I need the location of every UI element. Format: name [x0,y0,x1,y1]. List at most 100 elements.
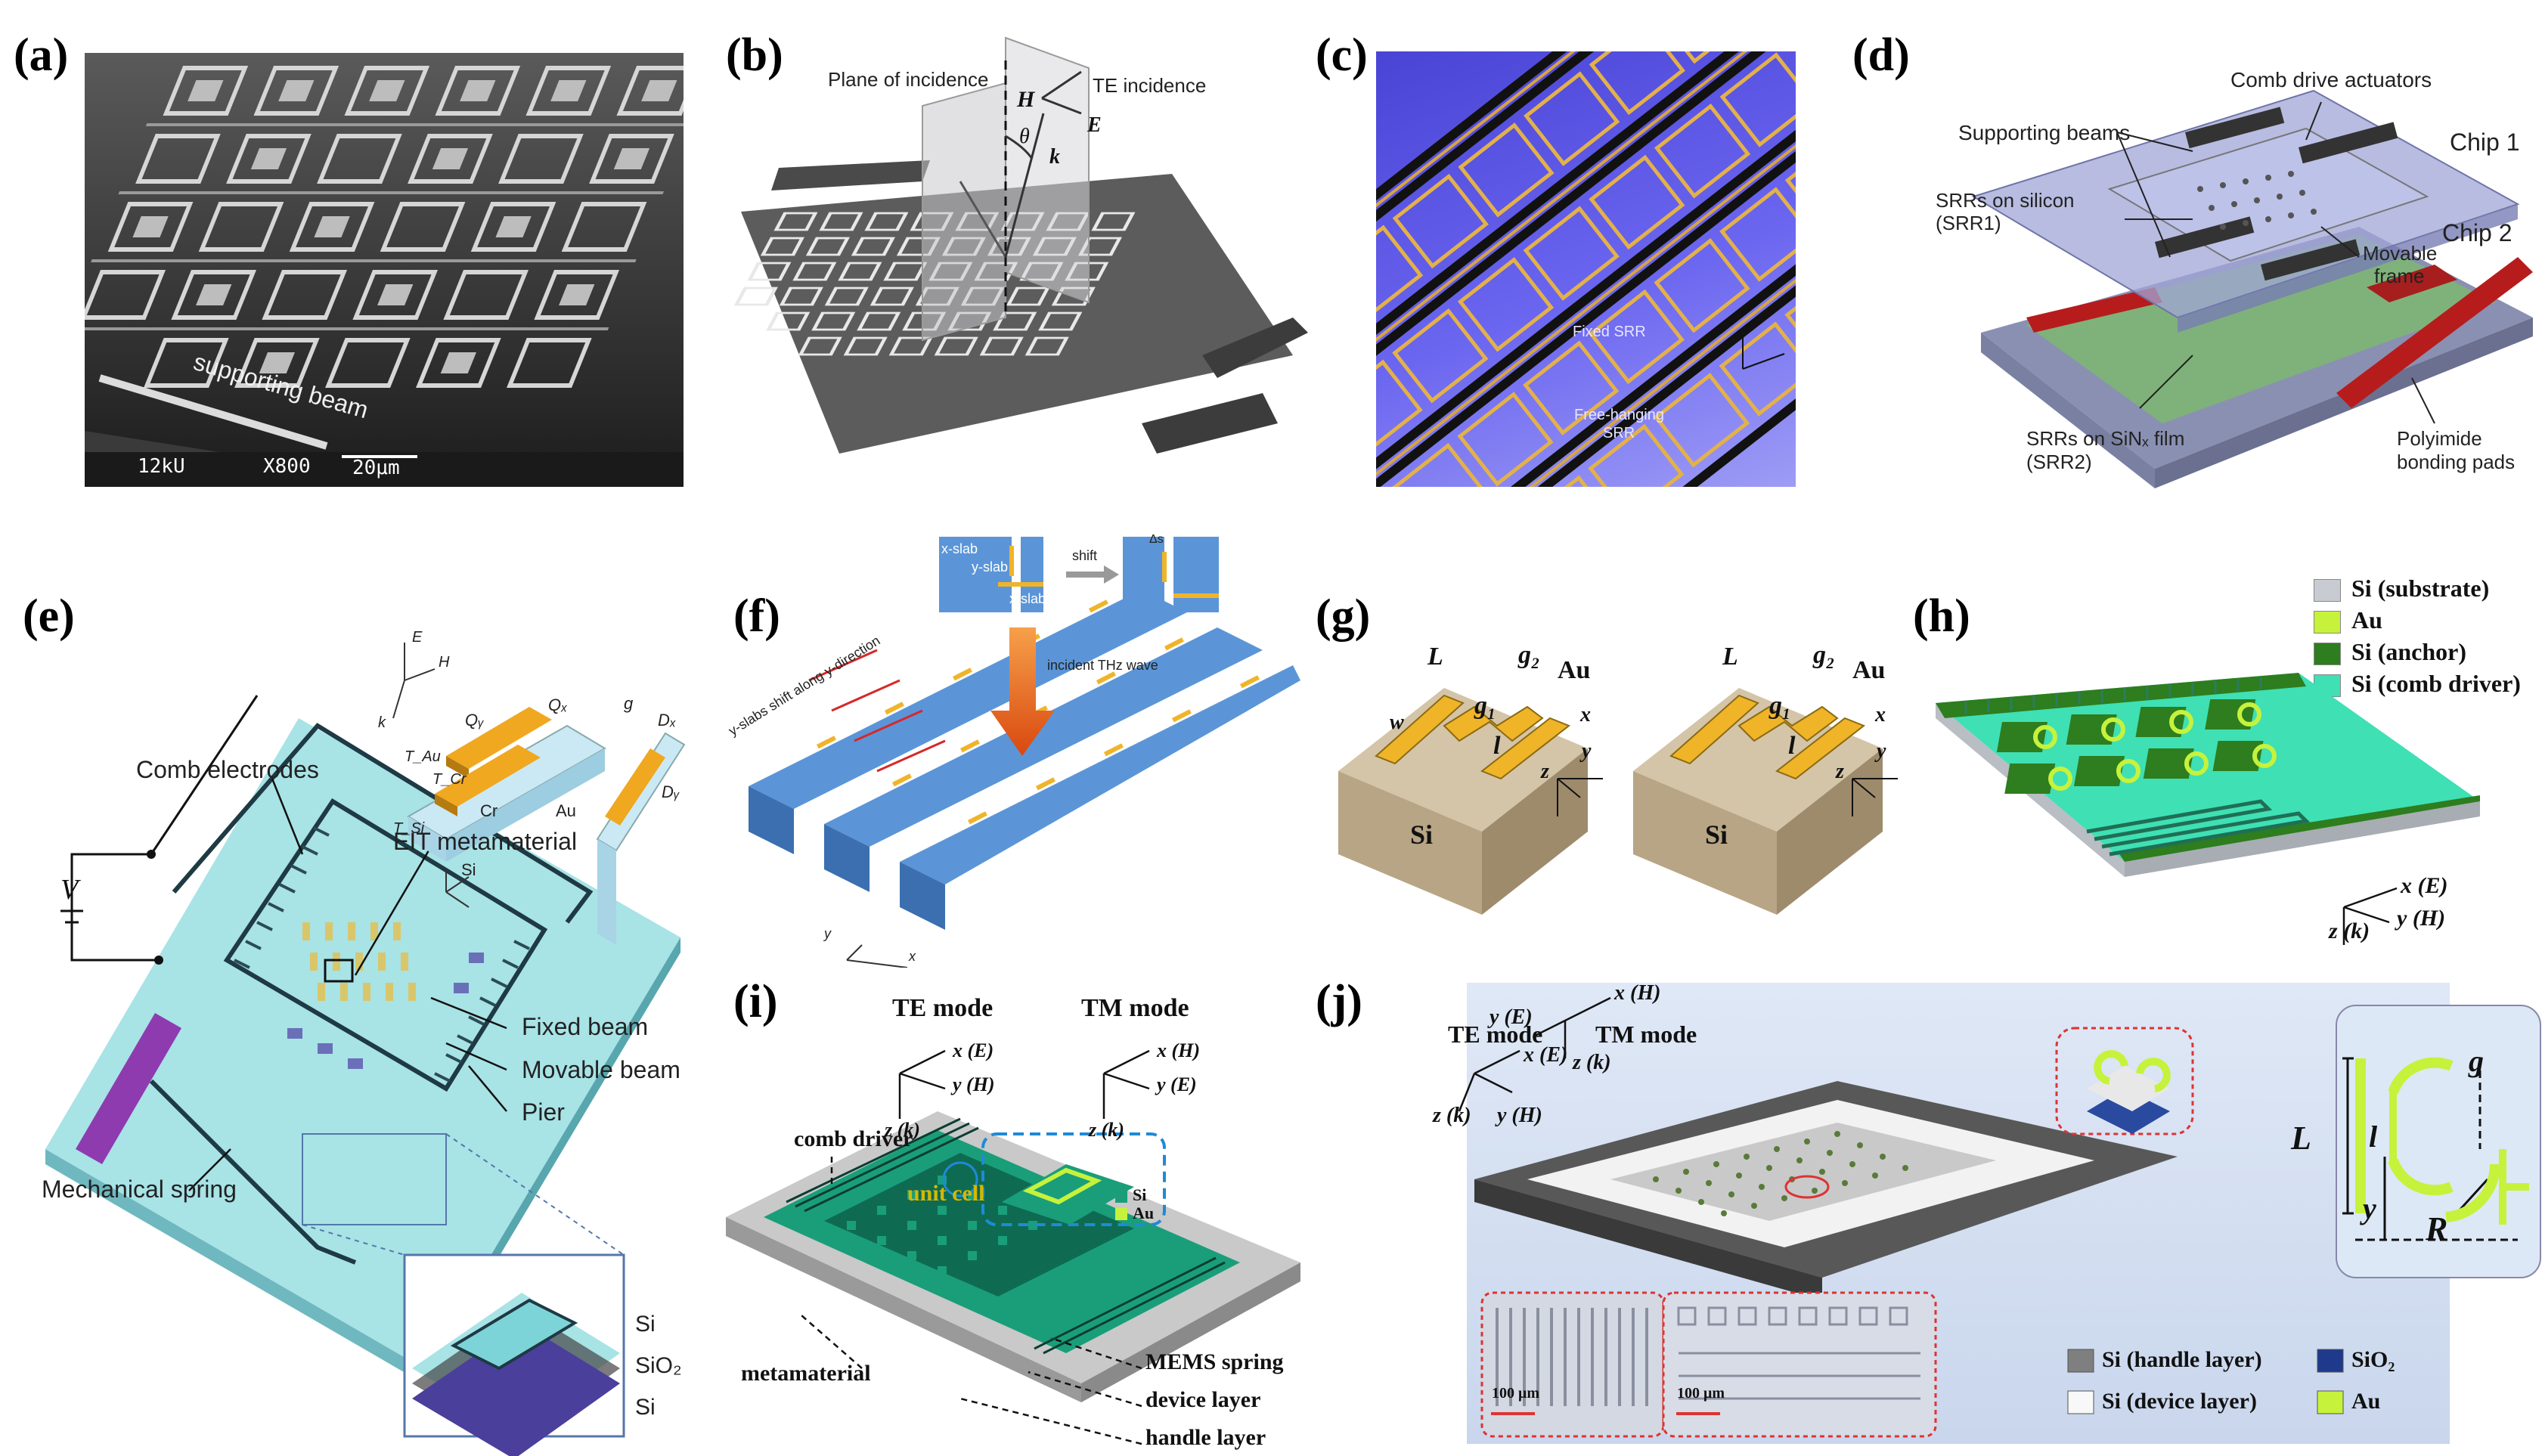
spring-label-e: Mechanical spring [42,1176,237,1203]
h-xE-label: x (E) [2401,873,2448,898]
h-legend-text-3: Si (comb driver) [2351,670,2521,697]
i-te-x: x (E) [953,1039,994,1061]
i-comb-label: comb driver [794,1126,913,1151]
x-label-f: x [909,949,916,964]
inset-h-label: H [439,654,450,671]
g-au-label-2: Au [1852,656,1886,684]
g-g2-label-1: g₂ [1518,641,1540,669]
h-yH-label: y (H) [2397,906,2446,931]
inset-g-label: g [624,694,634,713]
i-tm-x: x (H) [1157,1039,1201,1061]
si2-label-e: Si [635,1395,656,1420]
movable-label-e: Movable beam [522,1056,680,1083]
j-R-label: R [2426,1210,2448,1247]
panel-label-i: (i) [733,976,778,1027]
g-l-label-2: l [1788,732,1796,760]
g-si-label-1: Si [1410,819,1434,850]
i-unit-label: unit cell [907,1181,985,1206]
panel-label-f: (f) [733,590,780,642]
g-w-label-1: w [1390,711,1404,734]
ds-label-f: Δs [1149,533,1164,546]
chip2-label-d: Chip 2 [2442,219,2512,246]
j-tm-x: x (H) [1614,981,1661,1005]
poly-label-d-1: Polyimide [2397,427,2482,450]
diagram-i [726,1049,1300,1445]
h-label-b: H [1017,87,1035,112]
panel-i: (i) TE [711,960,1308,1456]
panel-h: (h) Si (substrate) Au Si (anchor) Si (co… [1905,499,2545,953]
srr-si-label-d-2: (SRR1) [1936,212,2001,234]
i-tm-z: z (k) [1089,1119,1124,1141]
j-legend-text-3: Au [2351,1389,2381,1414]
g-si-label-2: Si [1705,819,1728,850]
inset-e-label: E [412,629,423,646]
free-label-c-2: SRR [1603,425,1635,441]
diagram-h [1936,673,2480,945]
diagram-g [1338,688,1898,915]
panel-g: (g) L g₂ g₁ Au w l x y z Si L g₂ g₁ Au l… [1308,499,1905,953]
v-label-e: V [60,874,79,906]
inset-cr-label: Cr [480,801,498,820]
diagram-j [1458,996,2541,1438]
inset-qx-label: Qₓ [548,695,568,714]
panel-label-g: (g) [1316,590,1371,642]
panel-label-c: (c) [1316,29,1368,81]
panel-f: (f) [711,499,1308,968]
i-mems-label: MEMS spring [1145,1349,1284,1374]
panel-label-a: (a) [14,29,69,81]
inset-dy-label: Dᵧ [662,782,680,801]
j-legend-text-1: SiO₂ [2351,1347,2395,1372]
j-te-z: z (k) [1433,1104,1471,1127]
g-L-label-1: L [1427,643,1443,671]
shift-label-f: shift [1072,548,1098,563]
theta-label-b: θ [1019,125,1030,148]
j-scale-2: 100 μm [1677,1385,1725,1402]
inset-tcr-label: T_Cr [432,771,467,788]
movable-label-d-1: Movable [2363,242,2438,265]
panel-label-e: (e) [23,590,75,642]
panel-e: (e) [0,499,711,1456]
chip1-label-d: Chip 1 [2450,129,2520,156]
inset-tau-label: T_Au [405,748,441,765]
comb-label-e: Comb electrodes [136,756,319,783]
sio2-label-e: SiO₂ [635,1353,682,1378]
k-label-b: k [1049,145,1060,169]
panel-b: (b) Plane of incidence TE incidence H E … [688,0,1308,499]
j-te-y: y (H) [1497,1104,1542,1127]
i-te-z: z (k) [885,1119,920,1141]
g-g2-label-2: g₂ [1813,641,1835,669]
xslab-label-f: x-slab [941,541,978,556]
g-l-label-1: l [1493,732,1501,760]
j-scale-1: 100 μm [1492,1385,1539,1402]
sem-mag-a: X800 [263,455,311,478]
i-au-label: Au [1133,1204,1155,1222]
panel-a: (a) [0,0,688,499]
g-z-label-2: z [1836,760,1844,783]
sem-kv-a: 12kU [138,455,185,478]
g-y-label-1: y [1582,739,1592,763]
support-label-d: Supporting beams [1958,121,2131,144]
h-zk-label: z (k) [2329,919,2370,943]
j-g-label: g [2469,1044,2484,1078]
h-legend-text-1: Au [2351,606,2382,634]
diagram-b [733,36,1308,454]
i-si-label: Si [1133,1185,1147,1204]
sem-array-a [85,53,684,487]
panel-label-b: (b) [726,29,783,81]
i-te-y: y (H) [953,1073,995,1095]
j-legend-text-2: Si (device layer) [2102,1389,2257,1414]
srr-sin-label-d-2: (SRR2) [2026,451,2092,473]
j-te-label: TE mode [1448,1021,1543,1048]
incident-label-f: incident THz wave [1047,658,1158,673]
xslab2-label-f: x-slab [1009,591,1046,606]
g-z-label-1: z [1541,760,1549,783]
j-L-label: L [2291,1120,2311,1157]
yslab-label-f: y-slab [972,559,1009,575]
j-y-label: y [2363,1191,2376,1225]
inset-k-label: k [378,714,386,731]
h-legend-swatch-1 [2314,611,2341,634]
j-tm-label: TM mode [1595,1021,1697,1048]
i-handle-label: handle layer [1145,1425,1266,1450]
srr-si-label-d-1: SRRs on silicon [1936,189,2075,212]
inset-si-label: Si [461,860,476,879]
